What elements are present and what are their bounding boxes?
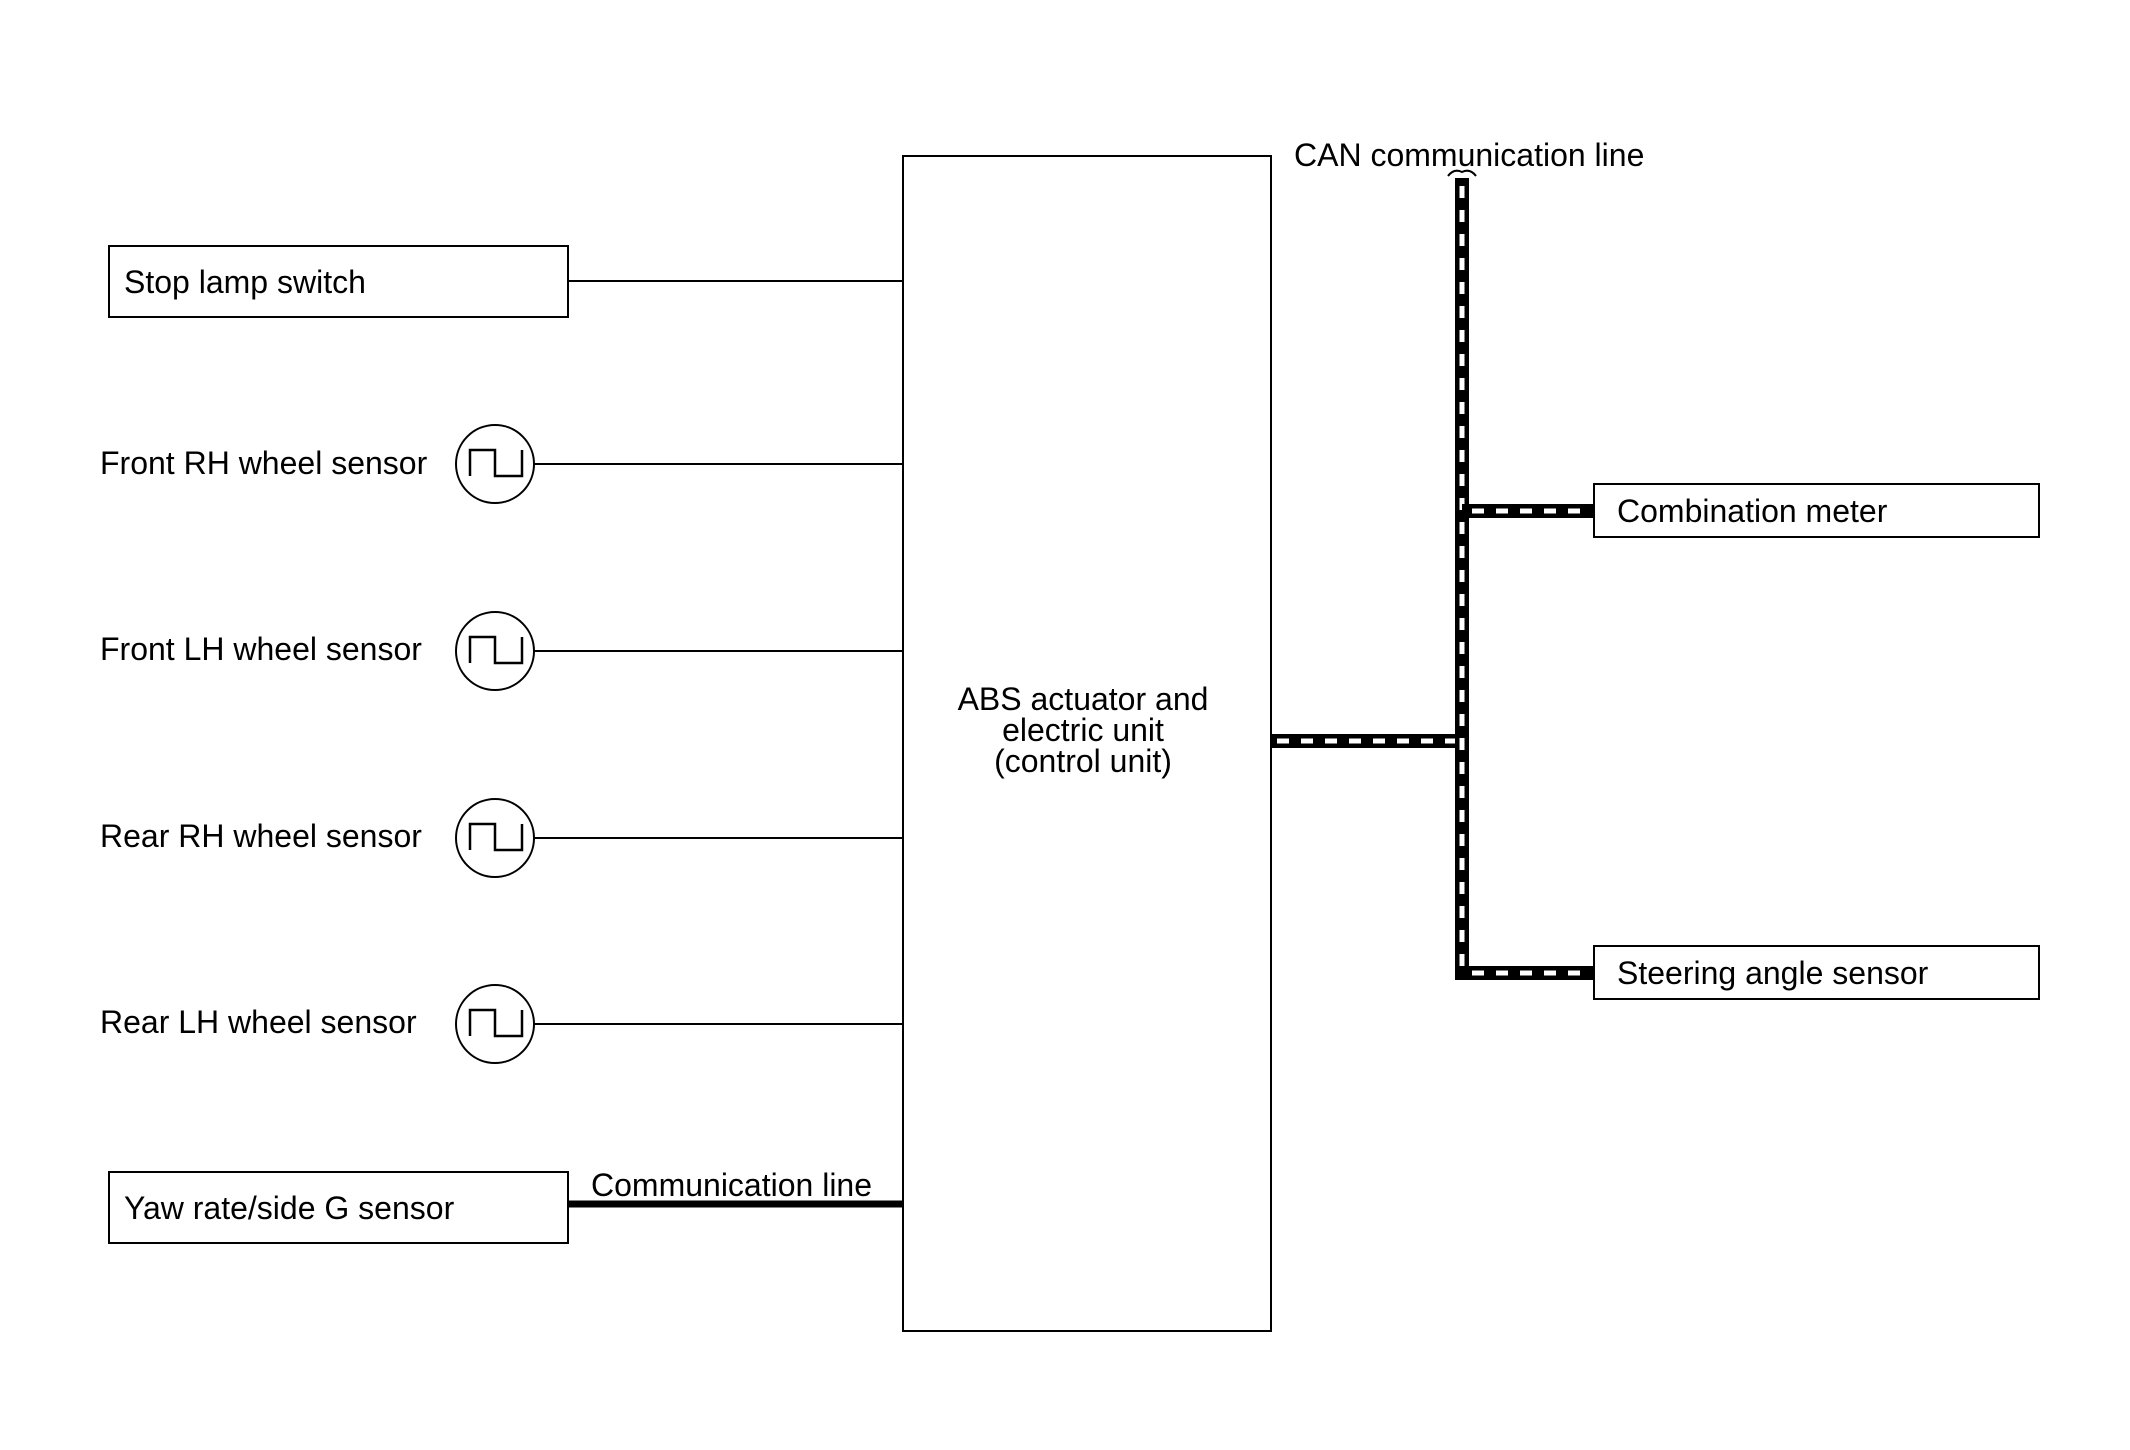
front-rh-wheel-sensor-pulse-icon	[455, 424, 535, 504]
abs-control-unit-label-line1: ABS actuator and	[958, 681, 1209, 717]
steering-angle-sensor-label: Steering angle sensor	[1617, 955, 1929, 991]
combination-meter-box	[1593, 483, 2040, 538]
rear-lh-wheel-sensor-pulse-icon	[455, 984, 535, 1064]
can-line-label-marker	[1447, 169, 1477, 177]
can-communication-line-label: CAN communication line	[1294, 137, 1644, 173]
abs-control-unit-label-line2: electric unit	[1002, 712, 1164, 748]
stop-lamp-switch-label: Stop lamp switch	[124, 264, 366, 300]
yaw-rate-side-g-sensor-label: Yaw rate/side G sensor	[124, 1190, 455, 1226]
front-lh-wheel-sensor-label: Front LH wheel sensor	[100, 631, 422, 667]
communication-line-label: Communication line	[591, 1167, 872, 1203]
can-bus	[1271, 178, 1594, 980]
rear-rh-wheel-sensor-label: Rear RH wheel sensor	[100, 818, 422, 854]
combination-meter-label: Combination meter	[1617, 493, 1888, 529]
front-lh-wheel-sensor-pulse-icon	[455, 611, 535, 691]
rear-lh-wheel-sensor-label: Rear LH wheel sensor	[100, 1004, 417, 1040]
rear-rh-wheel-sensor-pulse-icon	[455, 798, 535, 878]
steering-angle-sensor-box	[1593, 945, 2040, 1000]
front-rh-wheel-sensor-label: Front RH wheel sensor	[100, 445, 428, 481]
abs-control-unit-label-line3: (control unit)	[994, 743, 1172, 779]
